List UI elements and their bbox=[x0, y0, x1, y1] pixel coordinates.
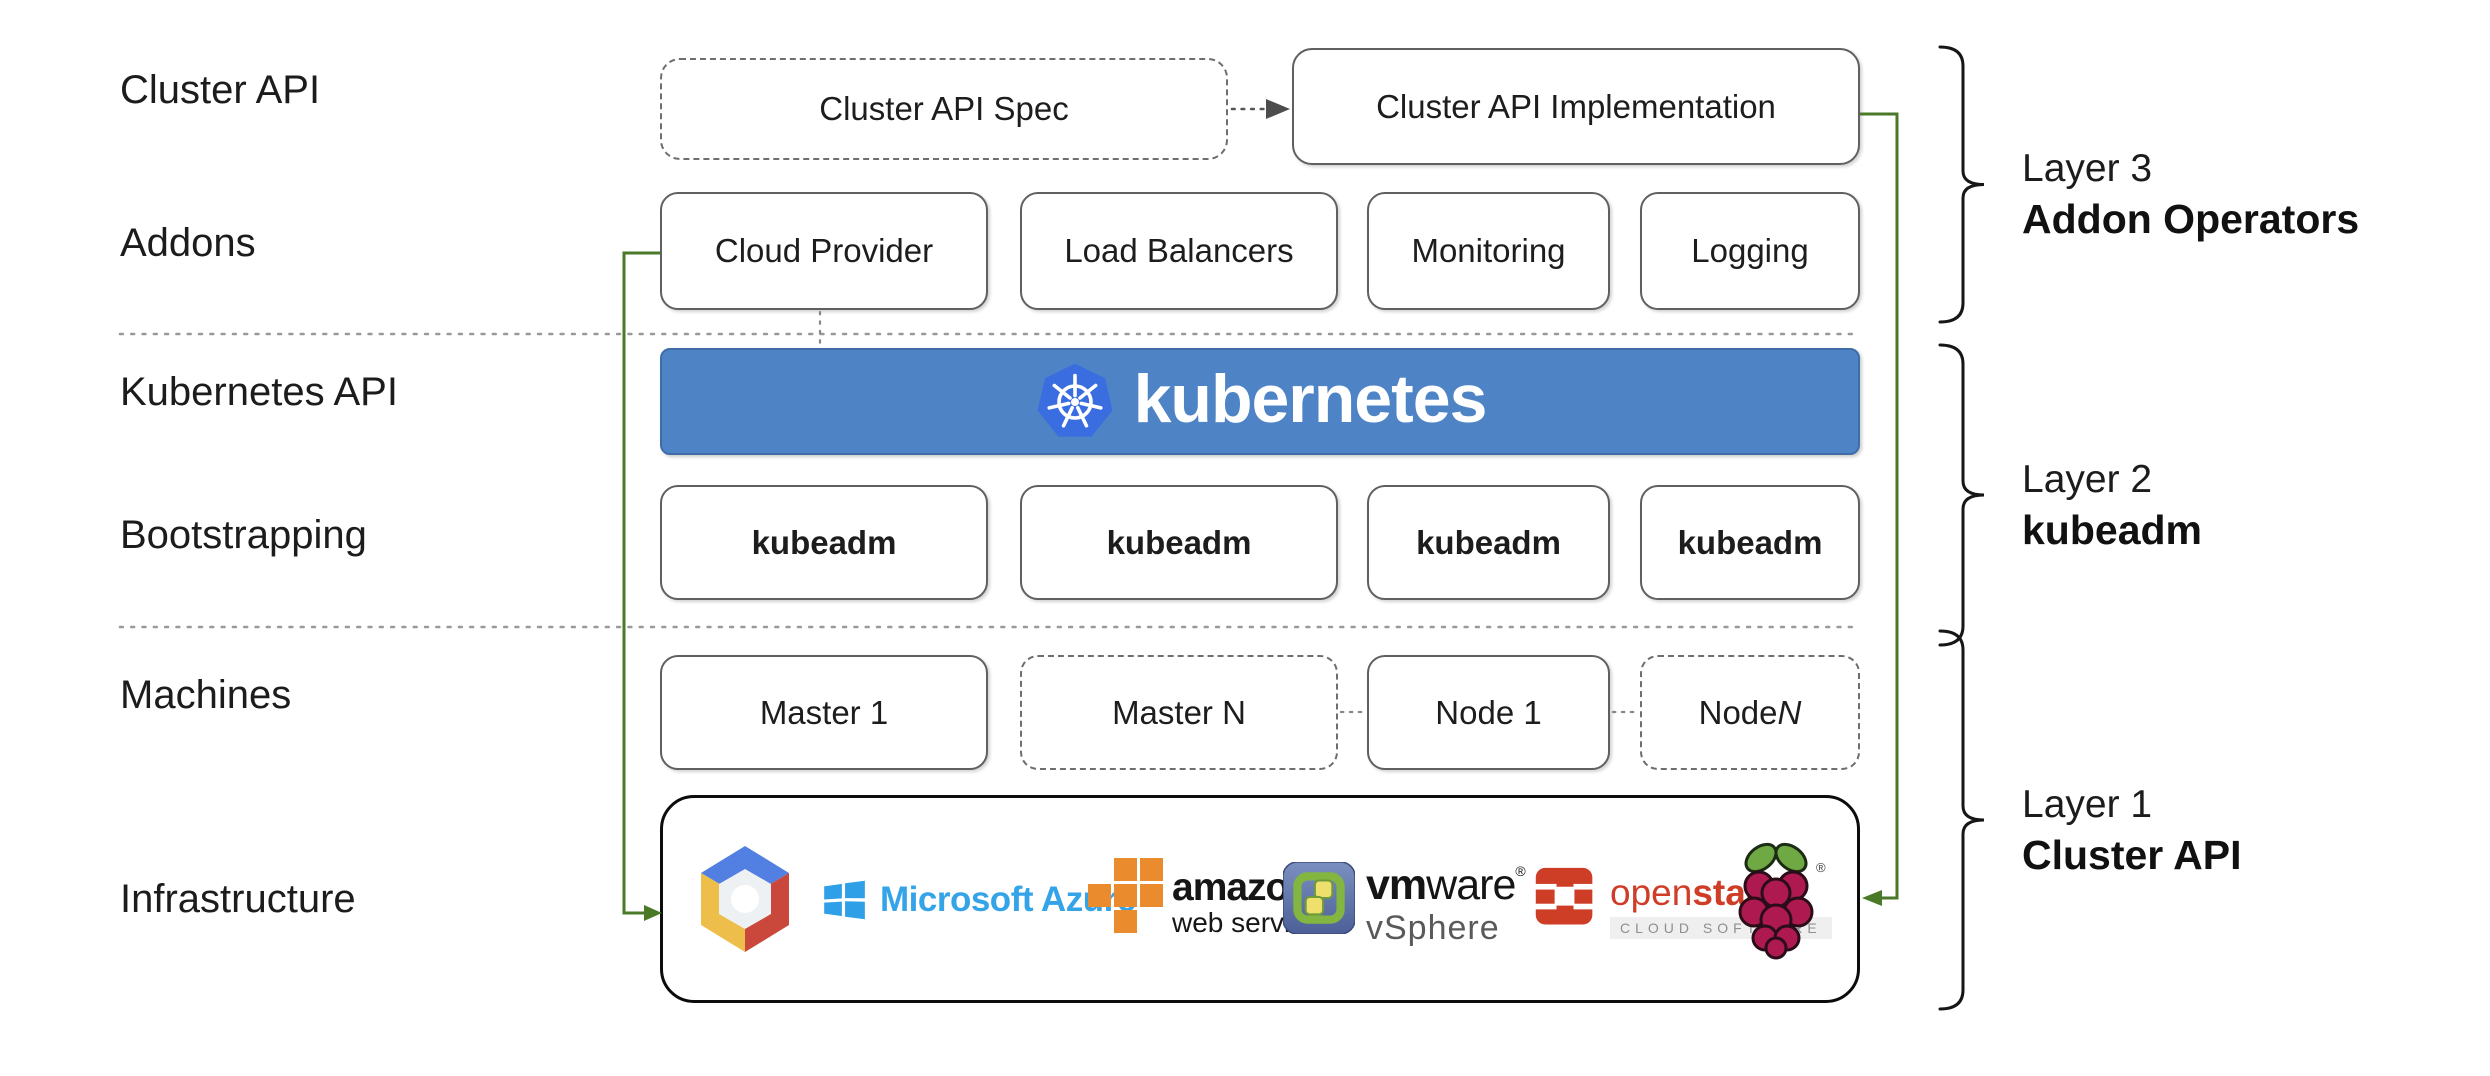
kubeadm-label-2: kubeadm bbox=[1106, 523, 1252, 561]
row-label-cluster-api: Cluster API bbox=[120, 68, 321, 112]
layer-3-brace bbox=[1938, 45, 1985, 324]
cluster-api-implementation-box: Cluster API Implementation bbox=[1292, 48, 1860, 165]
machine-label-master-1: Master 1 bbox=[759, 693, 889, 731]
openstack-open-text: open bbox=[1610, 872, 1693, 913]
machine-label-node-n-italic: N bbox=[1777, 693, 1802, 731]
row-label-machines: Machines bbox=[120, 673, 292, 717]
addon-box-load-balancers: Load Balancers bbox=[1020, 192, 1338, 310]
rpi-registered-mark: ® bbox=[1816, 860, 1826, 875]
addon-label-monitoring: Monitoring bbox=[1411, 232, 1566, 269]
vmware-wordmark: vmware® vSphere bbox=[1366, 861, 1526, 947]
kubeadm-label-4: kubeadm bbox=[1677, 523, 1823, 561]
cluster-api-spec-box: Cluster API Spec bbox=[660, 58, 1228, 160]
green-arrowhead-right bbox=[1862, 890, 1882, 906]
kubernetes-banner: kubernetes bbox=[660, 348, 1860, 455]
addon-label-logging: Logging bbox=[1691, 232, 1809, 269]
layer-3-name: Layer 3 bbox=[2022, 147, 2153, 190]
green-connector-right bbox=[1860, 112, 1899, 900]
green-connector-left bbox=[622, 251, 660, 915]
addon-box-logging: Logging bbox=[1640, 192, 1860, 310]
kubeadm-label-3: kubeadm bbox=[1416, 523, 1561, 561]
kubeadm-box-3: kubeadm bbox=[1367, 485, 1610, 600]
row-label-addons: Addons bbox=[120, 221, 256, 265]
layer-1-label: Layer 1 Cluster API bbox=[2022, 779, 2241, 881]
spec-to-impl-arrowhead bbox=[1266, 99, 1290, 119]
cluster-api-spec-label: Cluster API Spec bbox=[819, 90, 1069, 127]
row-label-infrastructure: Infrastructure bbox=[120, 877, 356, 921]
vmware-vm-text: vm bbox=[1366, 861, 1427, 909]
green-arrowhead-left bbox=[644, 905, 662, 921]
layer-3-label: Layer 3 Addon Operators bbox=[2022, 143, 2359, 245]
aws-cubes-icon bbox=[1088, 858, 1163, 933]
addon-label-cloud-provider: Cloud Provider bbox=[714, 232, 934, 269]
machine-box-master-1: Master 1 bbox=[660, 655, 988, 770]
kubernetes-logo-icon bbox=[1037, 363, 1113, 437]
addon-box-cloud-provider: Cloud Provider bbox=[660, 192, 988, 310]
layer-2-name: Layer 2 bbox=[2022, 458, 2153, 501]
machine-box-node-n: Node N bbox=[1640, 655, 1860, 770]
kubeadm-box-1: kubeadm bbox=[660, 485, 988, 600]
machine-box-node-1: Node 1 bbox=[1367, 655, 1610, 770]
cluster-api-implementation-label: Cluster API Implementation bbox=[1376, 87, 1776, 125]
machine-box-master-n: Master N bbox=[1020, 655, 1338, 770]
openstack-icon bbox=[1532, 867, 1598, 925]
layer-1-name: Layer 1 bbox=[2022, 783, 2153, 826]
addon-box-monitoring: Monitoring bbox=[1367, 192, 1610, 310]
infrastructure-box bbox=[660, 795, 1860, 1003]
layer-1-brace bbox=[1938, 629, 1985, 1011]
layer-2-title: kubeadm bbox=[2022, 507, 2202, 553]
addon-label-load-balancers: Load Balancers bbox=[1064, 232, 1294, 269]
row-label-bootstrapping: Bootstrapping bbox=[120, 513, 367, 557]
layer-3-title: Addon Operators bbox=[2022, 196, 2360, 242]
kubeadm-box-4: kubeadm bbox=[1640, 485, 1860, 600]
kubeadm-box-2: kubeadm bbox=[1020, 485, 1338, 600]
machine-label-node-1: Node 1 bbox=[1435, 693, 1542, 731]
vmware-vsphere-icon bbox=[1283, 862, 1355, 934]
azure-windows-icon bbox=[824, 880, 865, 920]
kubeadm-label-1: kubeadm bbox=[751, 523, 897, 561]
layer-2-brace bbox=[1938, 343, 1985, 647]
vmware-vsphere-text: vSphere bbox=[1366, 909, 1500, 947]
kubernetes-wordmark: kubernetes bbox=[1133, 360, 1488, 437]
row-label-kubernetes-api: Kubernetes API bbox=[120, 370, 398, 414]
raspberry-pi-logo: ® bbox=[1738, 842, 1826, 960]
vmware-ware-text: ware bbox=[1426, 861, 1516, 909]
google-cloud-logo bbox=[701, 846, 789, 952]
machine-label-master-n: Master N bbox=[1112, 693, 1246, 731]
vmware-registered-mark: ® bbox=[1515, 863, 1525, 879]
layer-2-label: Layer 2 kubeadm bbox=[2022, 454, 2202, 556]
layer-1-title: Cluster API bbox=[2022, 832, 2242, 878]
machine-label-node-n: Node bbox=[1698, 693, 1778, 731]
